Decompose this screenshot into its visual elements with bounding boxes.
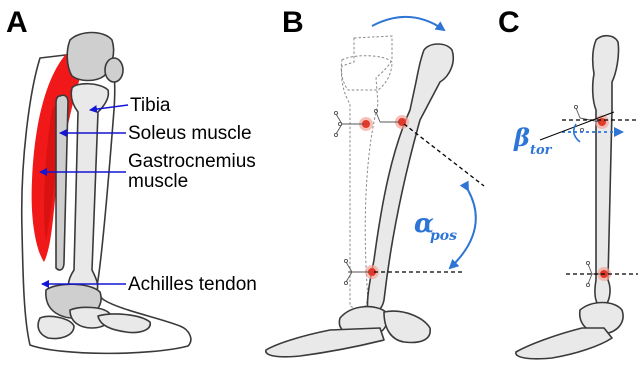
beta-symbol: β	[513, 123, 530, 152]
rotation-arrow	[372, 17, 444, 30]
beta-subscript: tor	[530, 143, 553, 158]
panel-a: A Tibia Soleus muscle Gastrocnemius musc…	[6, 6, 257, 353]
label-achilles: Achilles tendon	[128, 274, 257, 295]
foot-bones-b	[266, 307, 430, 357]
panel-letter-a: A	[6, 6, 28, 39]
label-tibia: Tibia	[130, 95, 171, 116]
ghost-condyle	[341, 56, 392, 90]
panel-letter-b: B	[282, 6, 304, 39]
panel-letter-c: C	[498, 6, 520, 39]
panel-c: C	[498, 6, 638, 359]
label-gastrocnemius-1: Gastrocnemius	[128, 151, 256, 172]
alpha-subscript: pos	[430, 228, 457, 244]
foot-bones-c	[516, 303, 623, 359]
label-gastrocnemius-2: muscle	[128, 171, 188, 192]
label-soleus: Soleus muscle	[128, 123, 252, 144]
panel-b: B	[266, 6, 484, 357]
beta-arc	[574, 124, 580, 142]
tibia-front	[593, 36, 619, 308]
patella-bone	[105, 58, 123, 82]
alpha-upper-line	[404, 124, 484, 186]
